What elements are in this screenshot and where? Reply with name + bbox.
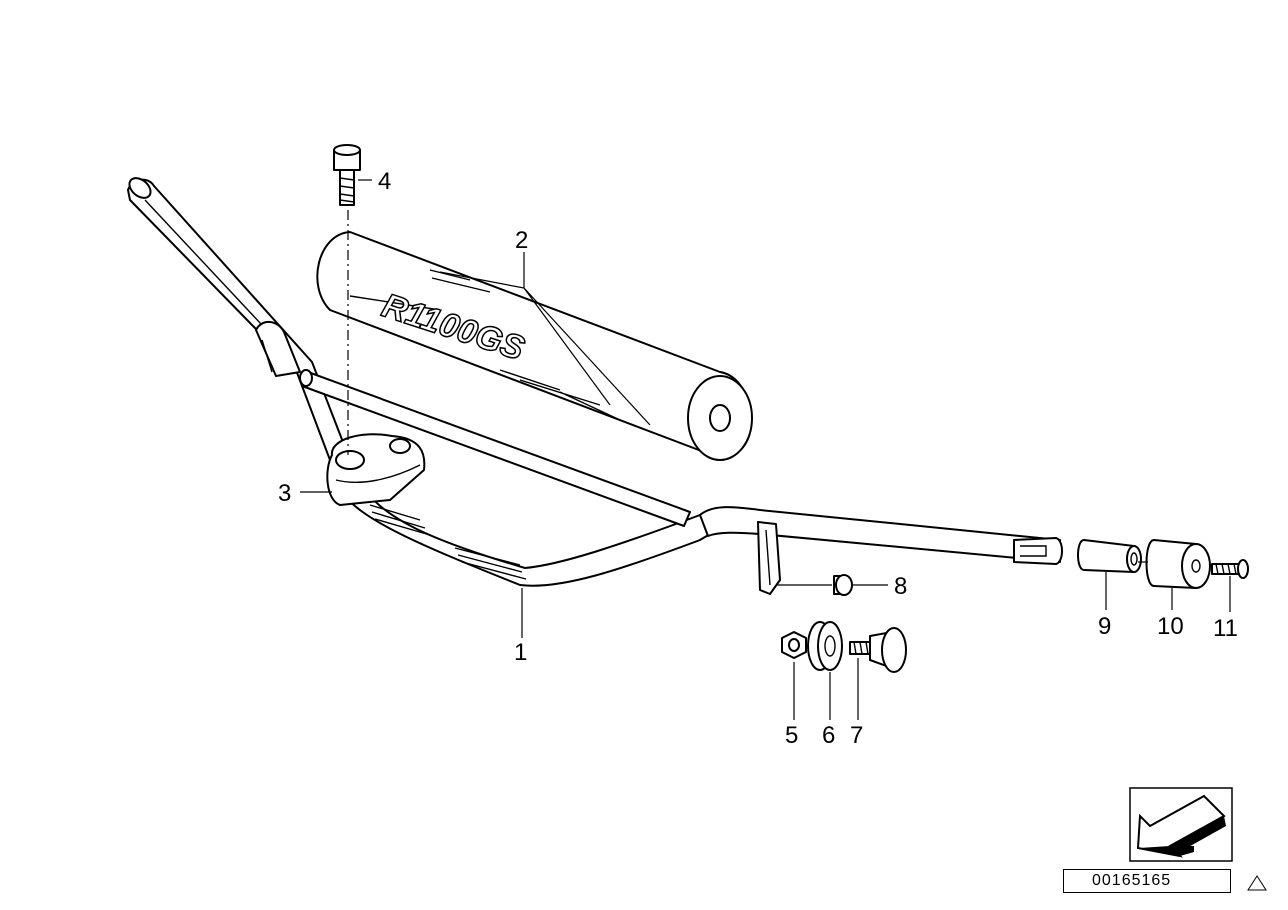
nut[interactable] (781, 631, 807, 659)
sleeve[interactable] (1077, 539, 1142, 573)
rubber-mount[interactable] (807, 621, 843, 671)
screw[interactable] (1211, 559, 1249, 579)
callout-8: 8 (894, 573, 907, 600)
callout-6: 6 (822, 722, 835, 749)
triangle-icon (1247, 875, 1267, 891)
reference-number: 00165165 (1063, 869, 1231, 893)
callout-7: 7 (850, 722, 863, 749)
callout-5: 5 (785, 722, 798, 749)
callout-10: 10 (1157, 613, 1184, 640)
callout-3: 3 (278, 480, 291, 507)
shoulder-screw[interactable] (849, 627, 907, 673)
callout-1: 1 (514, 639, 527, 666)
bar-end-weight[interactable] (1145, 539, 1211, 589)
callout-2: 2 (515, 227, 528, 254)
plug[interactable] (833, 574, 853, 596)
bolt[interactable] (333, 144, 361, 206)
clamp[interactable] (326, 433, 426, 506)
handlebar-pad[interactable]: R1100GS (316, 231, 753, 461)
leader-lines (300, 179, 1231, 720)
callout-4: 4 (378, 168, 391, 195)
callout-9: 9 (1098, 613, 1111, 640)
arrow-down-left-icon (1129, 787, 1233, 862)
handlebar[interactable] (126, 174, 1063, 595)
callout-11: 11 (1213, 615, 1238, 642)
